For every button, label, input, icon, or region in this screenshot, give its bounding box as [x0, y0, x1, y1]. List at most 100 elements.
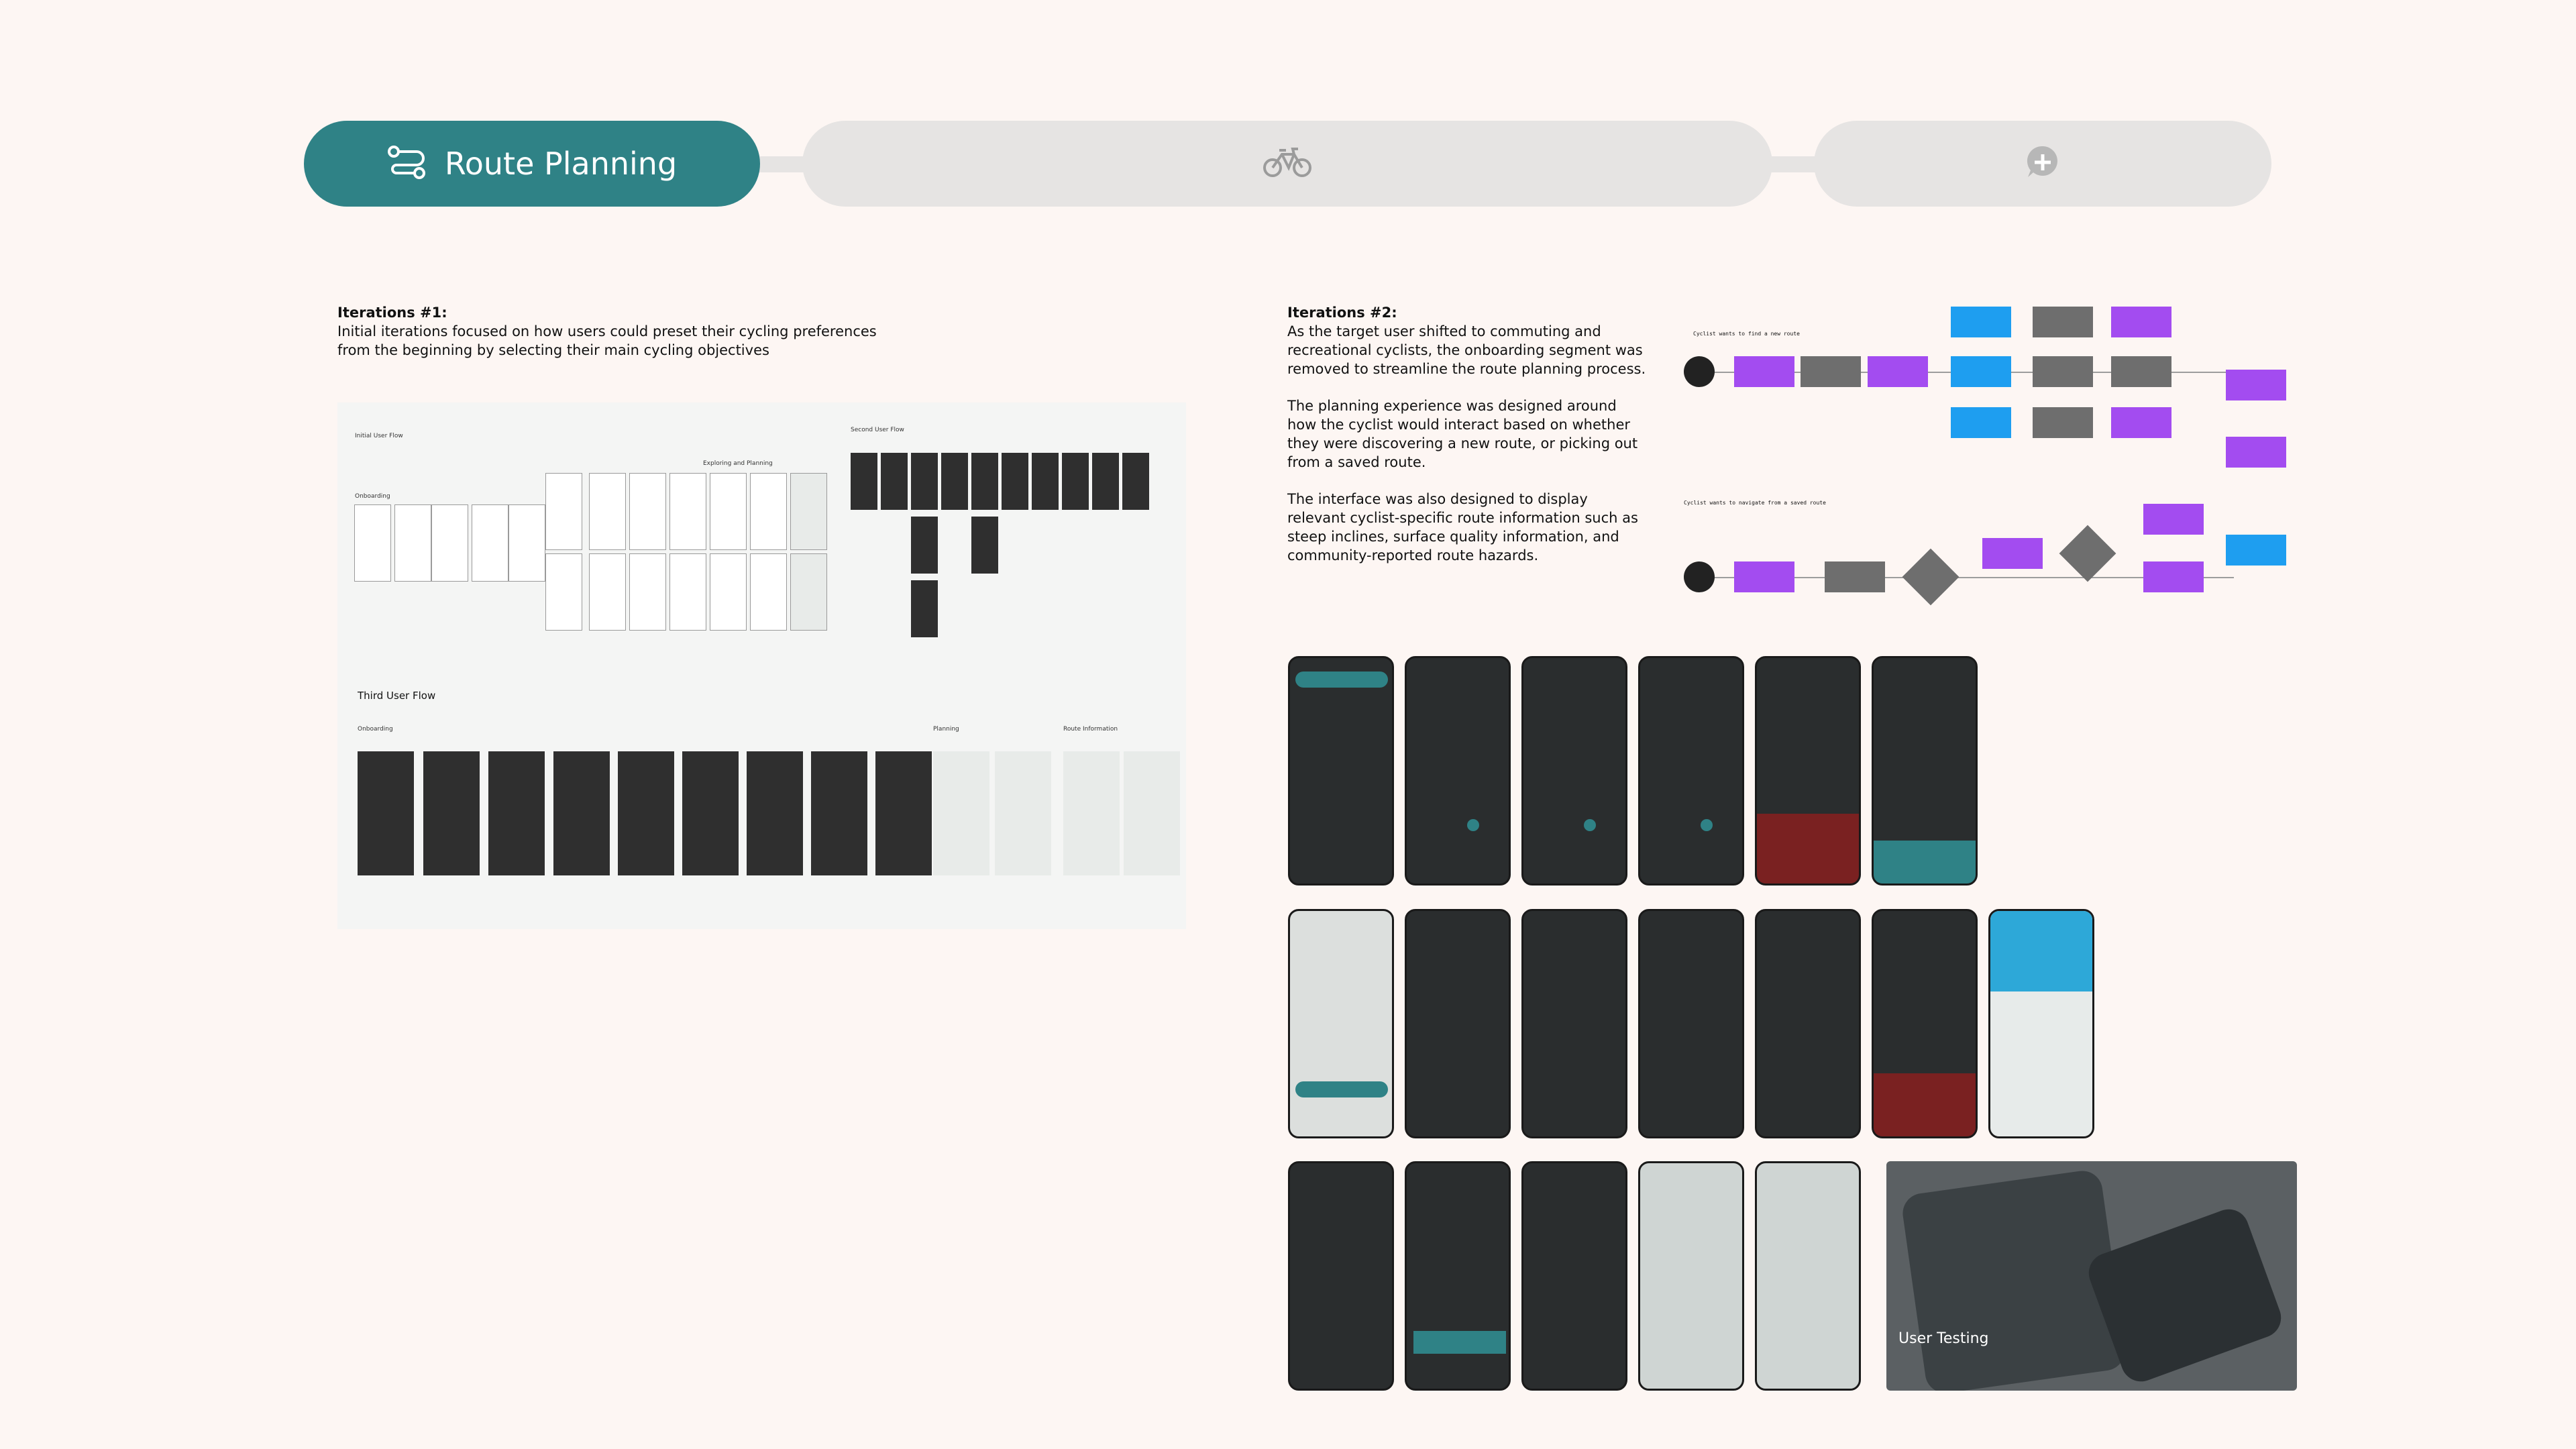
- onboarding-screen: [811, 751, 867, 875]
- wireframe-dark: [911, 580, 938, 637]
- tab-route-planning[interactable]: Route Planning: [304, 121, 760, 207]
- route-icon: [387, 145, 426, 182]
- hazard-panel: [1757, 814, 1859, 883]
- phone-screen-surface-route: [1638, 909, 1744, 1138]
- wireframe-dark: [1092, 453, 1119, 510]
- start-node: [1684, 561, 1715, 592]
- flow-step: [2111, 407, 2171, 438]
- iteration-2-p2: The planning experience was designed aro…: [1287, 398, 1638, 470]
- route-type-option: [1413, 1331, 1506, 1354]
- flow-step: [2226, 370, 2286, 400]
- planning-screen: [995, 751, 1051, 875]
- iteration-2-text: Iterations #2: As the target user shifte…: [1287, 303, 1650, 583]
- phone-screen-search: [1288, 656, 1394, 885]
- phone-screen-route-incline: [1521, 656, 1627, 885]
- wireframe-dark: [1002, 453, 1028, 510]
- phone-screen-hazards-map: [1521, 1161, 1627, 1391]
- phone-screen-hazard-route: [1405, 909, 1511, 1138]
- onboarding-screen: [618, 751, 674, 875]
- play-button: [1467, 819, 1479, 831]
- wireframe: [669, 473, 706, 550]
- comment-plus-icon: [2024, 144, 2061, 184]
- tab-cycling[interactable]: [802, 121, 1772, 207]
- wireframe-dark: [911, 453, 938, 510]
- tab-route-planning-label: Route Planning: [444, 146, 678, 182]
- play-button: [1584, 819, 1596, 831]
- flow-step: [1951, 356, 2011, 387]
- iteration-1-body: Initial iterations focused on how users …: [337, 323, 877, 358]
- flowchart: Cyclist wants to find a new route Cyclis…: [1684, 299, 2288, 647]
- route-info-screen: [1124, 751, 1180, 875]
- phone-screen-navigation: [1988, 909, 2094, 1138]
- iteration-1-heading: Iterations #1:: [337, 305, 447, 321]
- user-testing-photo: User Testing: [1886, 1161, 2297, 1391]
- wireframe-dark: [1062, 453, 1089, 510]
- wireframe: [629, 553, 666, 631]
- wireframe: [545, 473, 582, 550]
- phone-screen-route: [1405, 656, 1511, 885]
- phone-screen-obstacle: [1872, 909, 1978, 1138]
- planning-screen: [933, 751, 989, 875]
- phone-screen-incline-route: [1521, 909, 1627, 1138]
- onboarding-screen: [682, 751, 739, 875]
- phone-screen-parking: [1872, 656, 1978, 885]
- route-info-screen: [1063, 751, 1120, 875]
- phone-screen-route-type: [1405, 1161, 1511, 1391]
- iteration-2-heading: Iterations #2:: [1287, 305, 1397, 321]
- phone-screen-hazard: [1755, 656, 1861, 885]
- flow-step: [1734, 561, 1794, 592]
- parking-panel: [1874, 841, 1976, 883]
- wireframe: [629, 473, 666, 550]
- play-button: [1701, 819, 1713, 831]
- wireframe: [431, 504, 468, 582]
- iteration-2-p3: The interface was also designed to displ…: [1287, 491, 1638, 564]
- flow-step: [1825, 561, 1885, 592]
- wireframe: [750, 473, 787, 550]
- wireframe-dark: [1032, 453, 1059, 510]
- flow-step: [1982, 538, 2043, 569]
- wireframe: [710, 473, 747, 550]
- flow-step: [2111, 307, 2171, 337]
- flow-step: [2111, 356, 2171, 387]
- search-bar: [1295, 672, 1388, 688]
- onboarding-label: Onboarding: [355, 493, 390, 500]
- wireframe: [545, 553, 582, 631]
- wireframe: [354, 504, 391, 582]
- flow-step: [1868, 356, 1928, 387]
- start-node: [1684, 356, 1715, 387]
- wireframe: [589, 553, 626, 631]
- wireframe-dark: [911, 517, 938, 574]
- route-info-label: Route Information: [1063, 726, 1118, 733]
- wireframe: [394, 504, 431, 582]
- search-bar: [1295, 1081, 1388, 1097]
- flow-step: [2033, 307, 2093, 337]
- water-area: [1990, 911, 2092, 991]
- connector: [1711, 577, 2234, 578]
- user-flow-collage: Initial User Flow Onboarding Exploring a…: [337, 402, 1186, 929]
- flow-step: [1734, 356, 1794, 387]
- flow-step: [1951, 307, 2011, 337]
- exploring-label: Exploring and Planning: [703, 460, 773, 467]
- phone-screen-surface-chart: [1755, 1161, 1861, 1391]
- third-onboarding-label: Onboarding: [358, 726, 393, 733]
- flow-step: [2033, 356, 2093, 387]
- wireframe-dark: [941, 453, 968, 510]
- wireframe: [589, 473, 626, 550]
- flow-step: [2226, 535, 2286, 566]
- flow-step: [1951, 407, 2011, 438]
- planning-label: Planning: [933, 726, 959, 733]
- onboarding-screen: [875, 751, 932, 875]
- flowchart-row1-label: Cyclist wants to find a new route: [1693, 331, 1800, 337]
- photo-caption: User Testing: [1898, 1330, 1989, 1347]
- onboarding-screen: [423, 751, 480, 875]
- phone-screen-traffic: [1755, 909, 1861, 1138]
- wireframe: [750, 553, 787, 631]
- tab-community[interactable]: [1814, 121, 2271, 207]
- onboarding-screen: [747, 751, 803, 875]
- decision-node: [2059, 525, 2116, 582]
- flow-step: [1801, 356, 1861, 387]
- wireframe-dark: [971, 517, 998, 574]
- wireframe: [472, 504, 508, 582]
- phone-screens-grid: User Testing: [1288, 656, 2308, 1394]
- bicycle-icon: [1263, 146, 1311, 181]
